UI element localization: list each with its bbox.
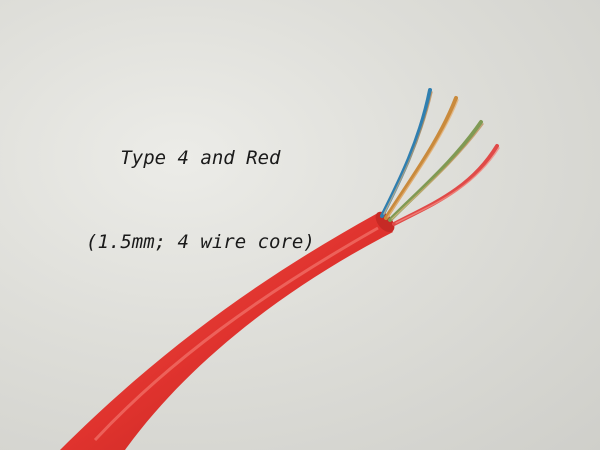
orange-core-strands	[387, 99, 459, 218]
green-core	[388, 120, 483, 222]
product-caption: Type 4 and Red (1.5mm; 4 wire core)	[86, 88, 315, 312]
wire-cores	[380, 88, 500, 226]
jacket-highlight	[93, 226, 379, 442]
orange-core	[384, 96, 458, 220]
red-core-strands	[395, 147, 500, 224]
caption-line-1: Type 4 and Red	[120, 147, 281, 169]
caption-line-2: (1.5mm; 4 wire core)	[86, 231, 315, 253]
green-core-strands	[391, 123, 484, 220]
blue-core-strands	[383, 91, 433, 215]
blue-core	[380, 88, 432, 218]
